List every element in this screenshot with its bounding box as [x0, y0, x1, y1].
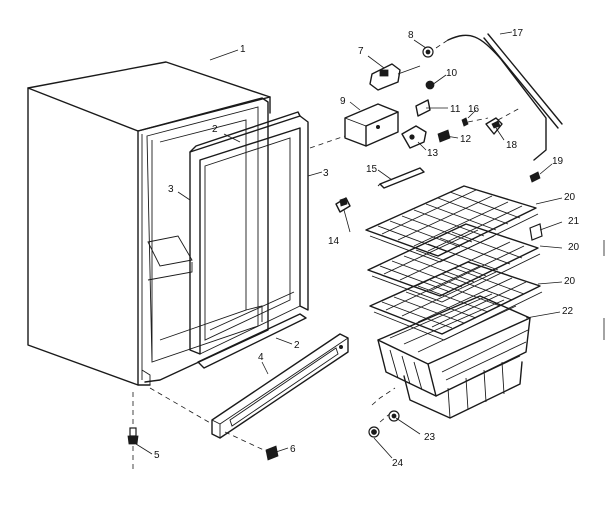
light-shield — [377, 167, 425, 189]
leader-lines — [135, 31, 563, 459]
callout-24: 24 — [392, 458, 404, 469]
callout-10: 10 — [446, 68, 458, 79]
callout-labels: 1 2 3 3 2 4 5 6 7 8 9 10 11 12 13 14 15 … — [154, 28, 580, 469]
callout-7: 7 — [358, 46, 364, 57]
callout-20-bottom: 20 — [564, 276, 576, 287]
control-parts — [344, 33, 563, 161]
grille-screw — [265, 445, 279, 461]
callout-4: 4 — [258, 352, 264, 363]
callout-13: 13 — [427, 148, 439, 159]
callout-9: 9 — [340, 96, 346, 107]
callout-8: 8 — [408, 30, 414, 41]
callout-16: 16 — [468, 104, 480, 115]
bottom-grille — [211, 333, 349, 439]
cabinet — [27, 61, 271, 386]
leveling-leg — [127, 427, 139, 445]
callout-22: 22 — [562, 306, 574, 317]
callout-23: 23 — [424, 432, 436, 443]
liner-frame — [189, 111, 309, 369]
callout-2-lower: 2 — [294, 340, 300, 351]
basket-rollers — [368, 410, 400, 438]
callout-2-upper: 2 — [212, 124, 218, 135]
callout-20-middle: 20 — [568, 242, 580, 253]
callout-14: 14 — [328, 236, 340, 247]
callout-20-top: 20 — [564, 192, 576, 203]
callout-5: 5 — [154, 450, 160, 461]
callout-3-right: 3 — [323, 168, 329, 179]
callout-11: 11 — [450, 104, 461, 115]
callout-6: 6 — [290, 444, 296, 455]
rivet — [529, 171, 541, 183]
callout-17: 17 — [512, 28, 524, 39]
callout-1: 1 — [240, 44, 246, 55]
wire-shelves — [365, 185, 543, 341]
shelf-support — [529, 223, 543, 241]
callout-19: 19 — [552, 156, 564, 167]
shelf-clip — [335, 197, 351, 213]
callout-18: 18 — [506, 140, 518, 151]
callout-21: 21 — [568, 216, 580, 227]
callout-3-left: 3 — [168, 184, 174, 195]
callout-15: 15 — [366, 164, 378, 175]
callout-12: 12 — [460, 134, 472, 145]
wire-basket — [377, 293, 531, 419]
